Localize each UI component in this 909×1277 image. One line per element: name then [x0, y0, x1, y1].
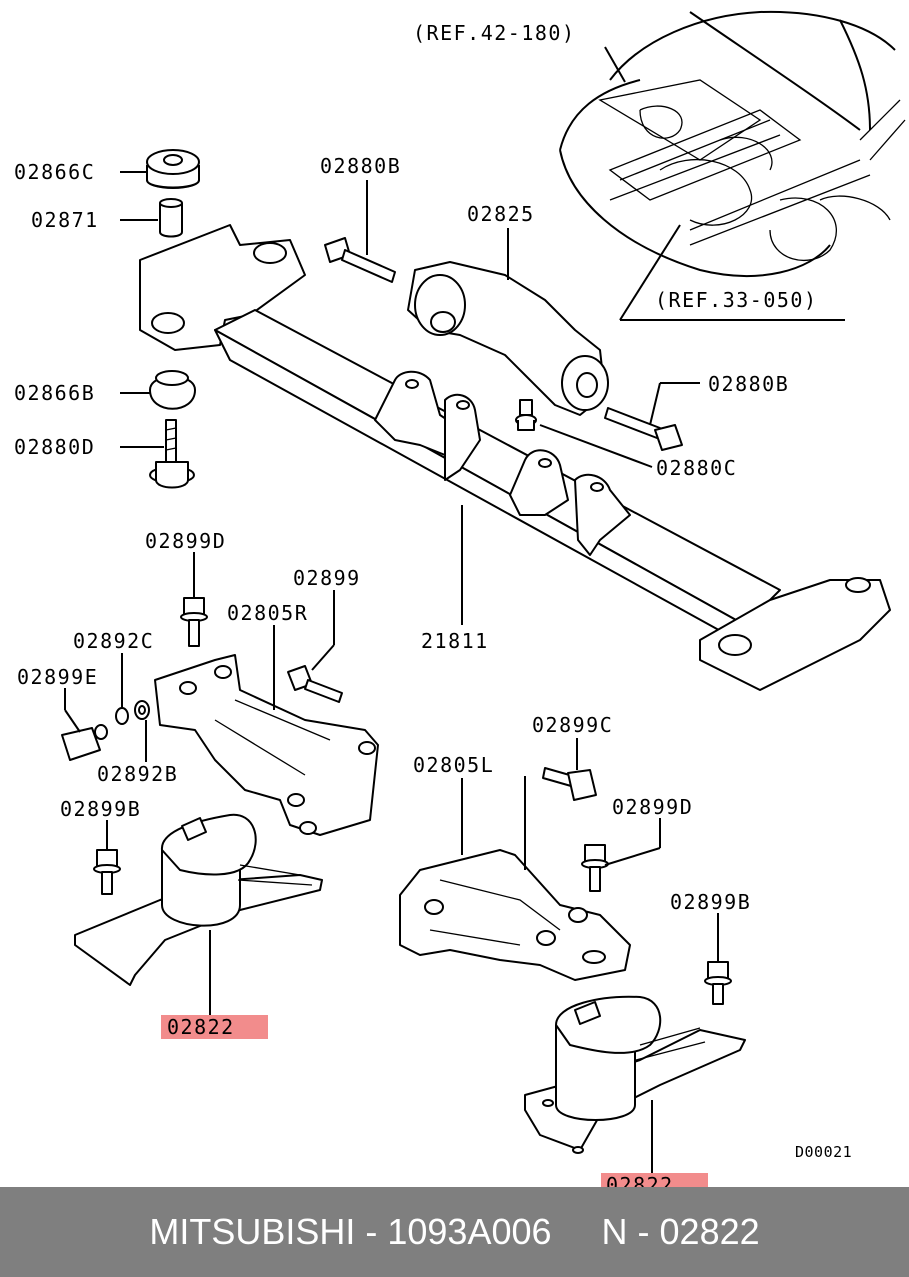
- bolt-02899C: [542, 767, 597, 801]
- label-02880B-top: 02880B: [320, 154, 401, 178]
- nut-02899E: [61, 724, 108, 761]
- bolt-02899B-left: [93, 849, 121, 895]
- label-02880B-right: 02880B: [708, 372, 789, 396]
- bracket-02805R: [154, 654, 379, 836]
- bolt-02899B-right: [704, 961, 732, 1005]
- bolt-02880B-right: [604, 407, 683, 451]
- label-02880C: 02880C: [656, 456, 737, 480]
- mount-02825: [407, 261, 609, 416]
- bushing-02866C: [146, 149, 200, 189]
- mount-02822-left: [74, 813, 323, 986]
- washer-02892B: [134, 700, 150, 720]
- label-02822-right: 02822: [606, 1173, 674, 1187]
- label-02825: 02825: [467, 202, 535, 226]
- highlight-02822-left: [161, 1015, 268, 1039]
- footer-part-text: MITSUBISHI - 1093A006 N - 02822: [149, 1211, 760, 1252]
- washer-02892C: [115, 707, 129, 725]
- bushing-02866B: [149, 370, 196, 410]
- crossmember-21811: [139, 224, 891, 691]
- label-02899B-right: 02899B: [670, 890, 751, 914]
- label-02899D-left: 02899D: [145, 529, 226, 553]
- bolt-02899D-left: [180, 597, 208, 647]
- sleeve-02871: [159, 198, 183, 238]
- diagram-code: D00021: [795, 1143, 852, 1161]
- highlight-02822-right: [601, 1173, 708, 1187]
- bolt-02880C: [515, 399, 537, 431]
- footer-bar: MITSUBISHI - 1093A006 N - 02822: [0, 1187, 909, 1277]
- bolt-02880D: [149, 419, 195, 489]
- label-02899D-right: 02899D: [612, 795, 693, 819]
- label-02822-left: 02822: [167, 1015, 235, 1039]
- mount-02822-right: [524, 995, 746, 1154]
- label-02899B-left: 02899B: [60, 797, 141, 821]
- label-02805L: 02805L: [413, 753, 494, 777]
- label-02899C: 02899C: [532, 713, 613, 737]
- ref-33-050-label: (REF.33-050): [655, 288, 818, 312]
- vehicle-reference-sketch: [559, 10, 906, 321]
- label-02892C: 02892C: [73, 629, 154, 653]
- bracket-02805L: [399, 849, 631, 981]
- parts-diagram: (REF.42-180) (REF.33-050): [14, 10, 906, 1187]
- bolt-02899D-right: [581, 844, 609, 892]
- bolt-02899: [287, 665, 343, 703]
- label-02805R: 02805R: [227, 601, 308, 625]
- label-02899E: 02899E: [17, 665, 98, 689]
- label-21811: 21811: [421, 629, 489, 653]
- leader-lines: [64, 171, 719, 1175]
- ref-42-180-label: (REF.42-180): [413, 21, 576, 45]
- label-02866B: 02866B: [14, 381, 95, 405]
- label-02892B: 02892B: [97, 762, 178, 786]
- label-02871: 02871: [31, 208, 99, 232]
- label-02899: 02899: [293, 566, 361, 590]
- label-02880D: 02880D: [14, 435, 95, 459]
- label-02866C: 02866C: [14, 160, 95, 184]
- bolt-02880B-top: [324, 237, 396, 283]
